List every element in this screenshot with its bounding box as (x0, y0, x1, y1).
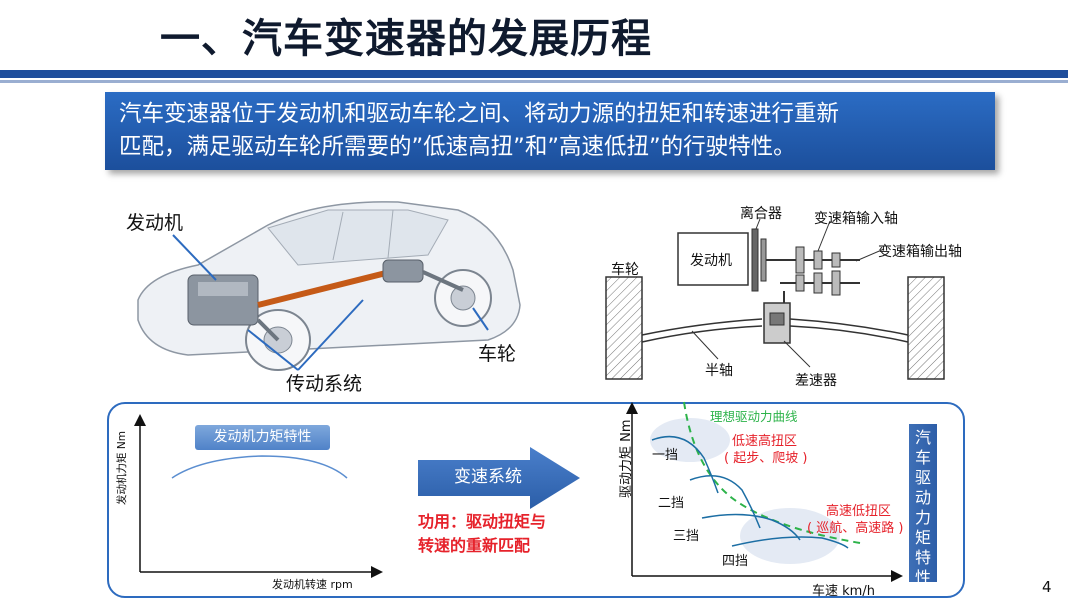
gear-3 (831, 252, 841, 268)
gear-3-curve (701, 513, 801, 541)
function-line-1: 功用：驱动扭矩与 (418, 512, 547, 531)
gear-4-curve (731, 536, 849, 549)
side-char: 驱 (914, 468, 931, 487)
gear-2 (813, 250, 823, 270)
right-half-shaft (789, 318, 909, 336)
gear-3-label: 三挡 (673, 529, 700, 544)
output-shaft-label: 变速箱输出轴 (878, 244, 962, 260)
high-zone-title: 高速低扭区 (826, 504, 892, 519)
half-shaft-label: 半轴 (705, 363, 733, 379)
banner-line-1: 汽车变速器位于发动机和驱动车轮之间、将动力源的扭矩和转速进行重新 (119, 101, 840, 127)
gear-4-label: 四挡 (722, 554, 749, 569)
function-text: 功用：驱动扭矩与 转速的重新匹配 (418, 510, 546, 558)
intro-banner: 汽车变速器位于发动机和驱动车轮之间、将动力源的扭矩和转速进行重新 匹配，满足驱动… (105, 92, 995, 170)
high-zone-desc: ( 巡航、高速路 ) (807, 521, 904, 536)
low-speed-zone (650, 418, 730, 462)
left-half-shaft-2 (641, 325, 763, 343)
differential-label: 差速器 (795, 373, 837, 389)
side-char: 特 (914, 548, 931, 567)
gear-4 (795, 274, 805, 292)
drive-y-label: 驱动力矩 Nm (619, 419, 634, 498)
clutch-leader (755, 218, 761, 230)
driveshaft (257, 267, 399, 308)
banner-line-2: 匹配，满足驱动车轮所需要的”低速高扭”和”高速低扭”的行驶特性。 (119, 134, 796, 160)
drivetrain-schematic (605, 218, 945, 380)
rear-axle (422, 270, 464, 292)
left-half-shaft (641, 318, 763, 336)
drive-torque-chart (626, 401, 903, 582)
left-wheel (605, 276, 643, 380)
engine-label: 发动机 (126, 212, 184, 234)
page-title: 一、汽车变速器的发展历程 (160, 16, 652, 62)
transmission-system-arrow (418, 447, 580, 509)
schematic-engine-label: 发动机 (690, 253, 732, 269)
differential-gear (769, 312, 785, 326)
title-underline (0, 70, 1068, 78)
car-illustration (137, 201, 521, 371)
rear-hub (450, 285, 476, 311)
engine-torque-chart (134, 414, 383, 578)
high-speed-zone (740, 508, 840, 564)
ideal-curve-label: 理想驱动力曲线 (710, 409, 798, 424)
function-line-2: 转速的重新匹配 (418, 536, 531, 555)
arrow-label: 变速系统 (454, 467, 522, 487)
side-char: 动 (914, 488, 931, 507)
front-axle (256, 318, 280, 342)
input-shaft-label: 变速箱输入轴 (814, 211, 898, 227)
differential-leader (783, 340, 811, 368)
transmission-callout-arrow (247, 299, 364, 371)
side-char: 车 (914, 448, 931, 467)
gear-1-label: 一挡 (652, 448, 679, 463)
engine-torque-chip: 发动机力矩特性 (195, 425, 330, 450)
wheel-callout-arrow (472, 307, 489, 331)
characteristics-panel (107, 402, 965, 598)
torque-x-label: 发动机转速 rpm (272, 578, 353, 591)
gear-6 (831, 270, 841, 296)
half-shaft-leader (691, 330, 719, 360)
clutch-plate (751, 228, 759, 292)
clutch-disc (760, 238, 767, 282)
car-window (267, 209, 449, 266)
wheel-label: 车轮 (478, 343, 517, 365)
right-half-shaft-2 (789, 325, 909, 343)
output-shaft-leader (855, 248, 885, 262)
title-underline-thin (0, 80, 1068, 83)
car-pillar (332, 209, 394, 261)
schematic-engine-box (677, 232, 749, 286)
page-number: 4 (1042, 578, 1052, 596)
engine-head (198, 282, 248, 296)
transmission-label: 传动系统 (286, 373, 363, 395)
low-zone-desc: ( 起步、爬坡 ) (724, 451, 808, 466)
right-wheel (907, 276, 945, 380)
side-char: 汽 (914, 428, 931, 447)
input-shaft-leader (817, 220, 831, 252)
gear-1-curve (651, 435, 719, 494)
arrow-shape (418, 447, 580, 509)
side-char: 力 (914, 508, 931, 527)
gear-5 (813, 272, 823, 294)
schematic-wheel-label: 车轮 (611, 262, 639, 278)
drive-torque-side-label: 汽 车 驱 动 力 矩 特 性 (909, 424, 937, 587)
side-char: 矩 (914, 528, 931, 547)
engine-torque-curve (171, 455, 348, 479)
gear-1 (795, 246, 805, 274)
drive-x-label: 车速 km/h (812, 584, 875, 599)
side-char: 性 (914, 568, 931, 587)
gear-2-label: 二挡 (658, 496, 685, 511)
torque-y-label: 发动机力矩 Nm (116, 431, 128, 505)
low-zone-title: 低速高扭区 (732, 434, 798, 449)
engine-callout-arrow (172, 234, 217, 281)
ideal-drive-curve (683, 401, 861, 544)
rear-differential (382, 259, 424, 283)
clutch-label: 离合器 (740, 206, 782, 222)
